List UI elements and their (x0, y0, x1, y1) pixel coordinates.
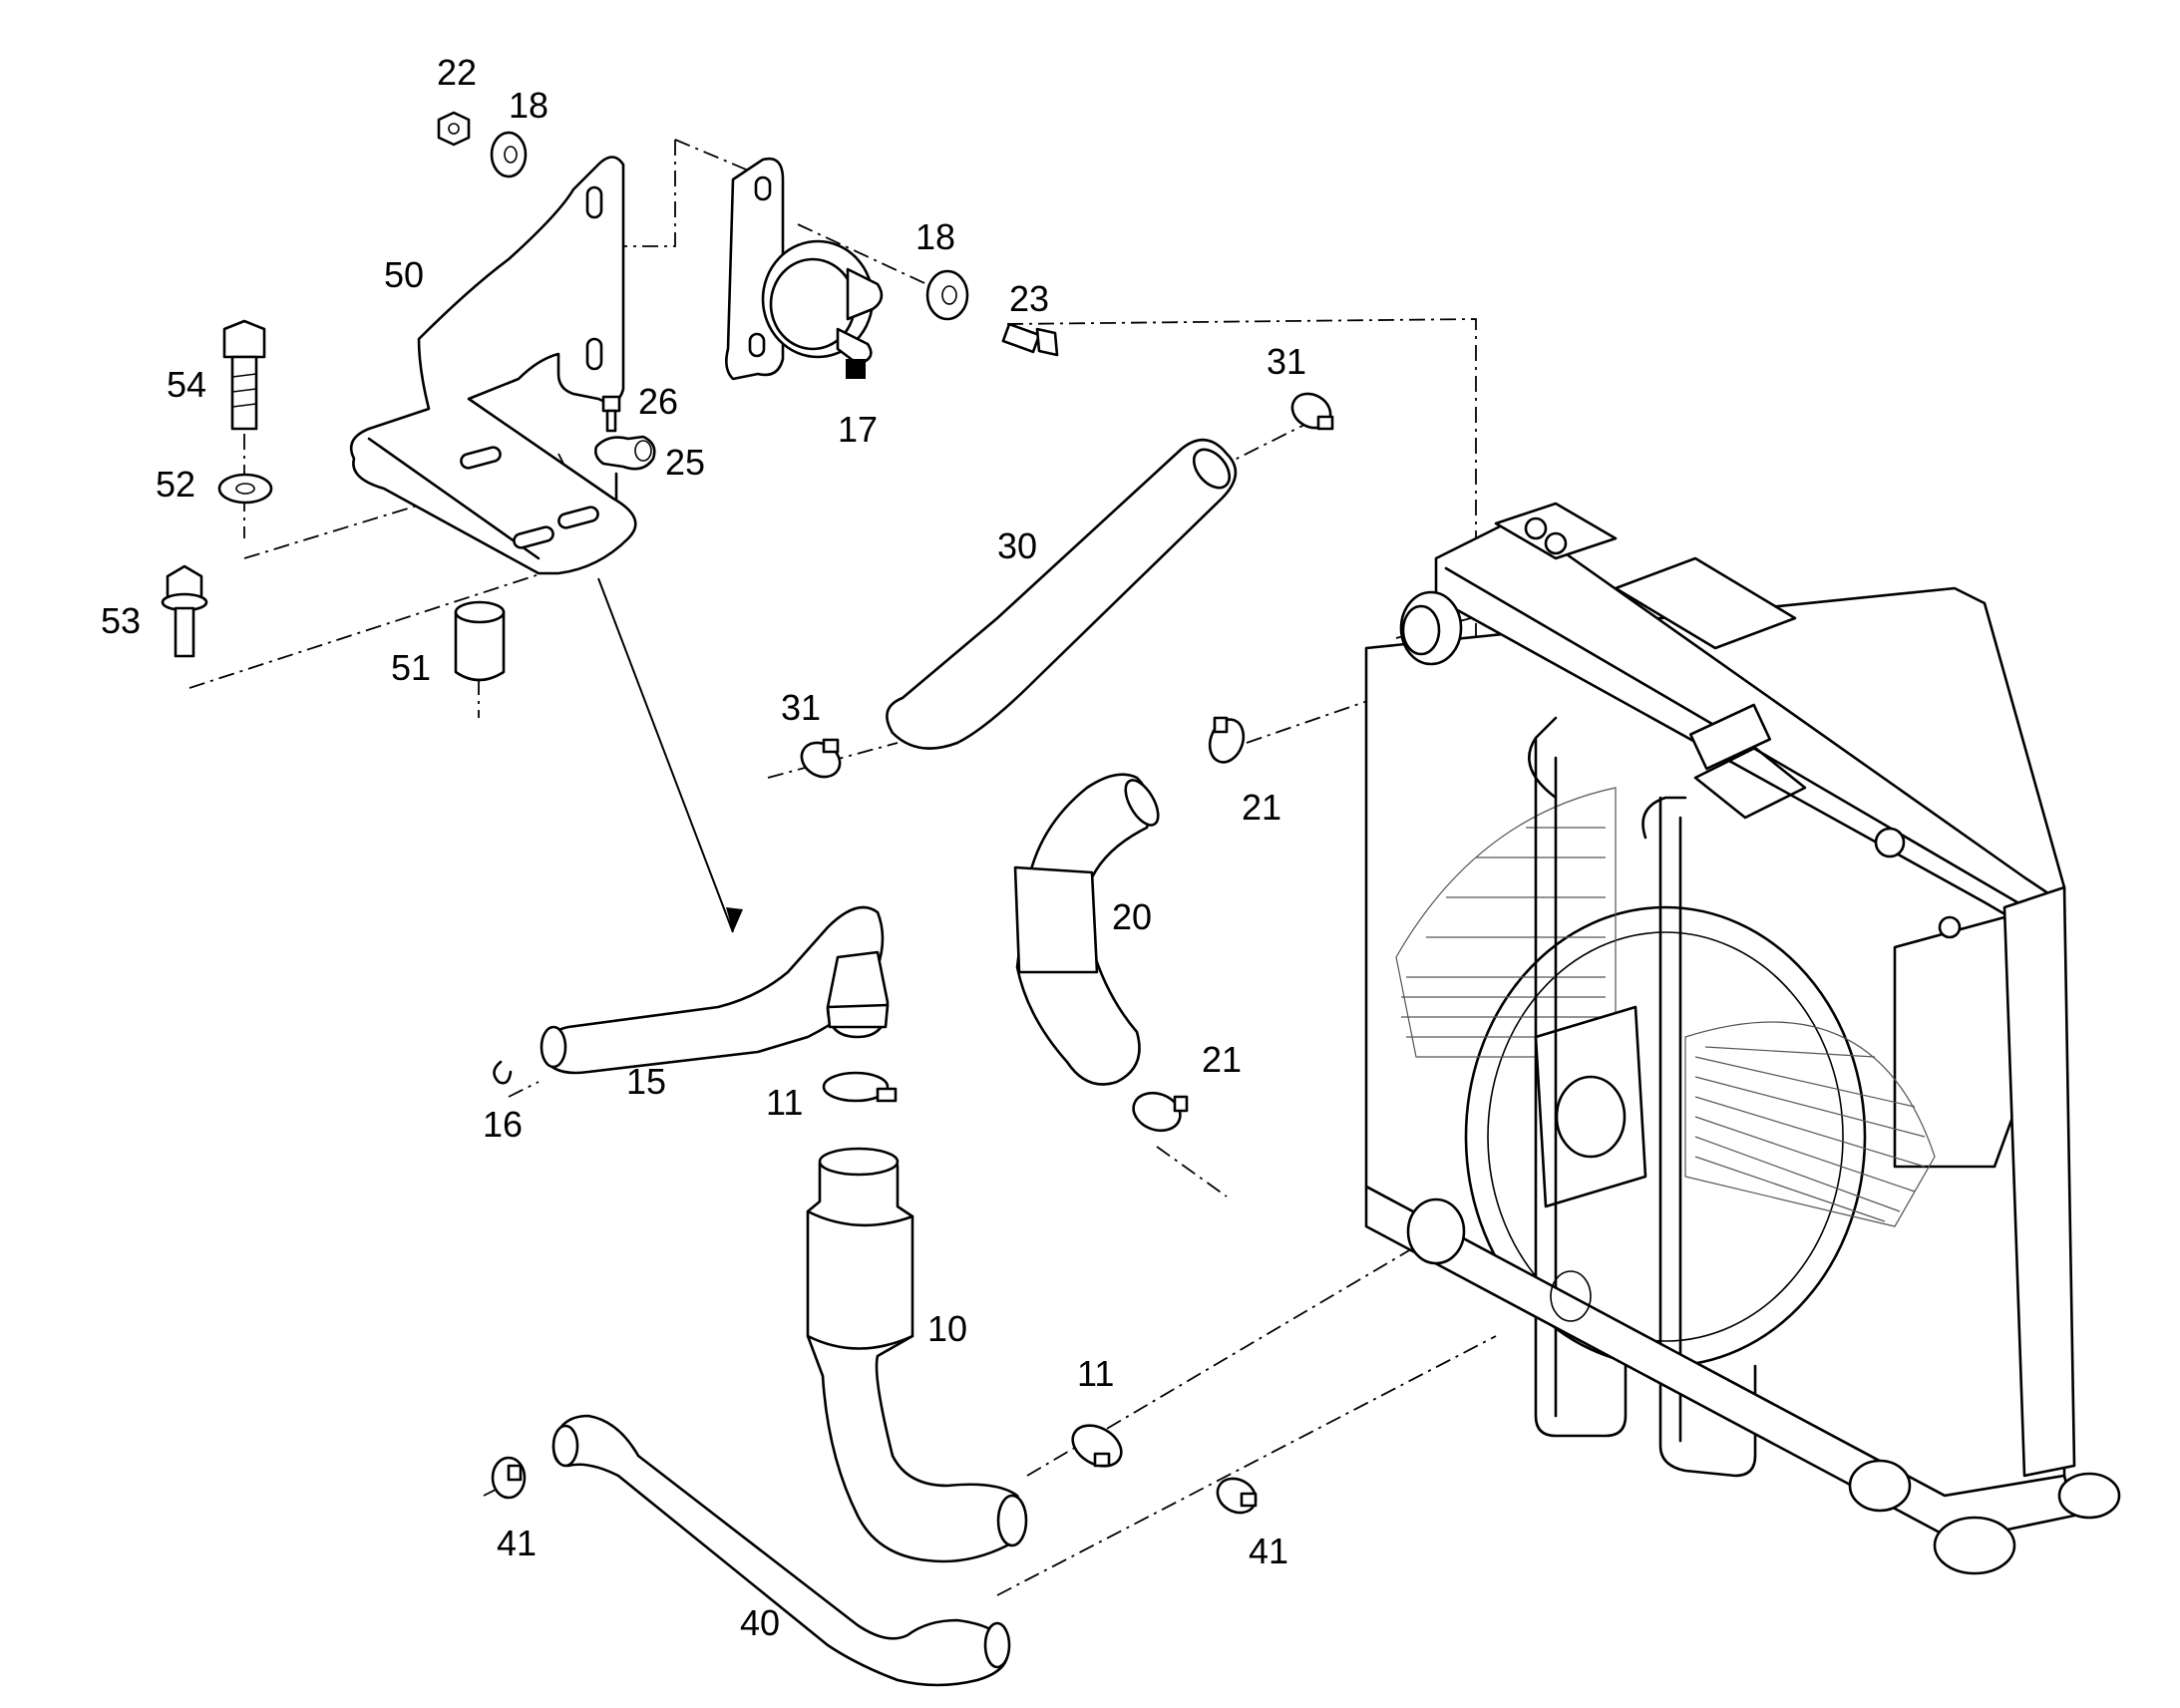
callout-18-upper: 18 (509, 85, 548, 126)
hose-10 (806, 1147, 1028, 1563)
clamp-11-upper (822, 1071, 898, 1103)
bolt-53 (161, 564, 208, 658)
callout-26: 26 (638, 381, 678, 422)
callout-52: 52 (156, 464, 195, 505)
clip-25 (594, 435, 656, 501)
callout-25: 25 (665, 442, 705, 483)
callout-23: 23 (1009, 278, 1049, 319)
clamp-11-lower (1071, 1424, 1123, 1468)
callout-11-upper: 11 (766, 1082, 803, 1123)
screw-26 (601, 395, 621, 433)
clamp-31-upper (1290, 392, 1334, 431)
bolt-23 (1001, 322, 1059, 357)
callout-40: 40 (740, 1602, 780, 1643)
washer-18-upper (490, 131, 528, 178)
callout-10: 10 (927, 1308, 967, 1349)
washer-52 (217, 473, 273, 505)
callout-16: 16 (483, 1104, 523, 1145)
callout-54: 54 (167, 364, 206, 405)
clamp-41-left (491, 1456, 527, 1500)
callout-20: 20 (1112, 896, 1152, 937)
hose-20 (1013, 773, 1160, 1086)
radiator-assembly (1364, 502, 2121, 1575)
callout-41-right: 41 (1249, 1531, 1288, 1571)
callout-21-upper: 21 (1242, 787, 1281, 828)
callout-53: 53 (101, 600, 141, 641)
callout-31-lower: 31 (781, 687, 821, 728)
clamp-21-upper (1208, 716, 1246, 764)
bracket-50 (349, 156, 637, 575)
hose-40 (551, 1414, 1011, 1687)
hose-30 (886, 438, 1238, 750)
callout-21-lower: 21 (1202, 1039, 1242, 1080)
washer-18-right (925, 269, 969, 321)
callout-41-left: 41 (497, 1523, 537, 1563)
clamp-bracket-17 (725, 157, 884, 381)
clamp-21-lower (1132, 1091, 1189, 1133)
clamp-16 (493, 1060, 513, 1085)
callout-11-lower: 11 (1077, 1353, 1114, 1394)
callout-18-right: 18 (915, 216, 955, 257)
callout-15: 15 (626, 1061, 666, 1102)
callout-17: 17 (838, 409, 878, 450)
callout-50: 50 (384, 254, 424, 295)
nut-22 (437, 111, 471, 147)
clamp-41-right (1216, 1477, 1258, 1515)
callout-22: 22 (437, 52, 477, 93)
callout-labels: 22 18 50 54 52 53 51 26 25 17 18 23 31 3… (101, 52, 1306, 1643)
hose-15 (540, 905, 890, 1075)
spacer-51 (454, 600, 506, 682)
clamp-31-lower (800, 738, 842, 779)
bolt-54 (222, 319, 266, 431)
callout-51: 51 (391, 647, 431, 688)
callout-30: 30 (997, 525, 1037, 566)
callout-31-upper: 31 (1267, 341, 1306, 382)
